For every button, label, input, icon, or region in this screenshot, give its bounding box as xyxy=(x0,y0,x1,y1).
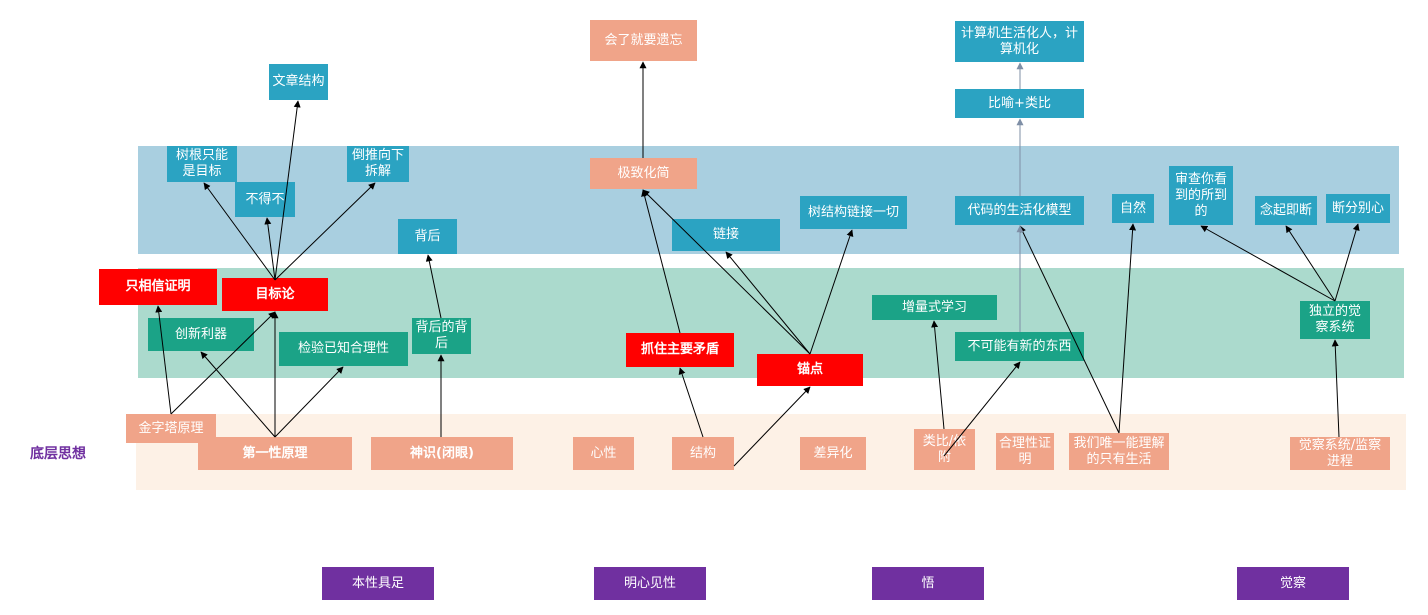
node-tree-root: 树根只能是目标 xyxy=(167,146,237,182)
node-review: 审查你看到的所到的 xyxy=(1169,166,1233,225)
category-enlightenment: 悟 xyxy=(872,567,984,600)
node-no-new: 不可能有新的东西 xyxy=(955,332,1084,361)
node-behind: 背后 xyxy=(398,219,457,254)
node-verify: 检验已知合理性 xyxy=(279,332,408,366)
node-computer: 计算机生活化人，计算机化 xyxy=(955,21,1084,62)
node-independent: 独立的觉察系统 xyxy=(1300,301,1370,339)
node-metaphor: 比喻+类比 xyxy=(955,89,1084,118)
edge-independent-cutdiff xyxy=(1334,223,1360,302)
node-behind-behind: 背后的背后 xyxy=(412,318,471,354)
node-first-principle: 第一性原理 xyxy=(198,437,352,470)
node-anchor: 锚点 xyxy=(757,354,863,386)
node-only-believe: 只相信证明 xyxy=(99,269,217,305)
node-forget: 会了就要遗忘 xyxy=(590,20,697,61)
node-innovate: 创新利器 xyxy=(148,318,254,351)
node-differentiate: 差异化 xyxy=(800,437,866,470)
edge-independent-stop xyxy=(1285,225,1336,302)
edge-anchor-treestruct xyxy=(809,229,854,355)
node-consciousness: 神识(闭眼) xyxy=(371,437,513,470)
edge-analogy-nonew xyxy=(943,361,1021,457)
category-insight: 明心见性 xyxy=(594,567,706,600)
node-reverse: 倒推向下拆解 xyxy=(347,146,409,182)
category-intrinsic: 本性具足 xyxy=(322,567,434,600)
node-goal: 目标论 xyxy=(222,278,328,311)
node-incremental: 增量式学习 xyxy=(872,295,997,320)
edge-pyramid-goal xyxy=(170,311,276,415)
node-article-structure: 文章结构 xyxy=(269,64,328,100)
node-pyramid: 金字塔原理 xyxy=(126,414,216,443)
edge-onlylife-nature xyxy=(1118,223,1137,434)
edge-structure-anchor xyxy=(733,386,811,467)
edge-contradiction-simplify xyxy=(641,189,681,334)
edge-goal-reverse xyxy=(274,182,376,281)
edge-goal-treeroot xyxy=(203,182,276,281)
node-analogy: 类比/依附 xyxy=(914,429,975,470)
edge-anchor-simplify xyxy=(642,189,811,355)
side-label: 底层思想 xyxy=(30,446,86,462)
node-code-model: 代码的生活化模型 xyxy=(955,196,1084,225)
node-mind: 心性 xyxy=(573,437,634,470)
node-simplify: 极致化简 xyxy=(590,158,697,189)
category-awareness: 觉察 xyxy=(1237,567,1349,600)
edge-first-innovate xyxy=(200,351,276,438)
node-reasonable: 合理性证明 xyxy=(996,433,1054,470)
node-nature: 自然 xyxy=(1112,194,1154,223)
node-only-life: 我们唯一能理解的只有生活 xyxy=(1069,433,1169,470)
node-link: 链接 xyxy=(672,219,780,251)
node-cut-diff: 断分别心 xyxy=(1326,194,1390,223)
edge-anchor-link xyxy=(725,251,811,355)
node-tree-structure: 树结构链接一切 xyxy=(800,196,907,229)
edge-first-verify xyxy=(274,366,344,438)
node-structure: 结构 xyxy=(672,437,734,470)
edge-monitor-independent xyxy=(1331,339,1340,438)
edge-pyramid-onlybelieve xyxy=(155,305,172,415)
node-contradiction: 抓住主要矛盾 xyxy=(626,333,734,367)
node-stop-thought: 念起即断 xyxy=(1255,196,1317,225)
edge-behindbehind-behind xyxy=(425,254,442,319)
node-monitor: 觉察系统/监察进程 xyxy=(1290,437,1390,470)
edge-goal-article xyxy=(274,100,301,281)
edge-structure-contradiction xyxy=(678,367,704,438)
node-must: 不得不 xyxy=(235,182,295,217)
edge-independent-review xyxy=(1200,225,1336,302)
edge-analogy-incremental xyxy=(931,320,945,430)
edge-onlylife-codemodel xyxy=(1019,225,1120,434)
edge-goal-must xyxy=(264,217,276,281)
